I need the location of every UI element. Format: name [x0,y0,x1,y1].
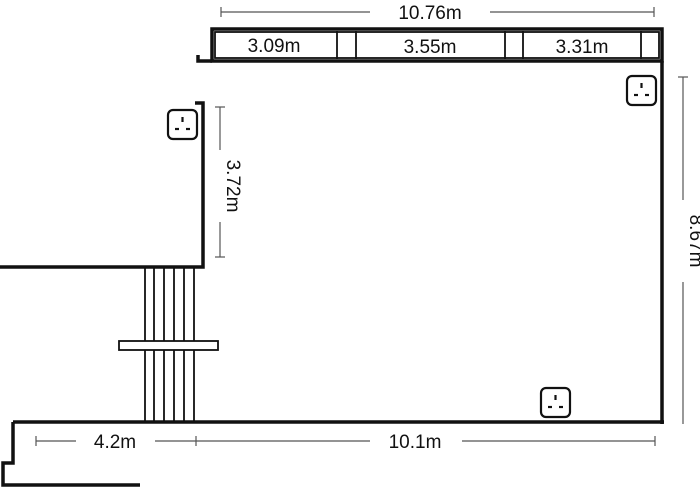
power-socket-icon [166,108,199,141]
bottom-right-label: 10.1m [389,432,442,453]
dimension-bottom: 4.2m 10.1m [35,432,656,453]
window-segment-2-label: 3.55m [404,37,457,58]
window-segment-1-label: 3.09m [248,36,301,57]
left-wall-height-label: 3.72m [222,160,243,213]
dimension-left-wall: 3.72m [215,106,243,258]
bottom-left-label: 4.2m [94,432,136,453]
window-segment-3-label: 3.31m [556,37,609,58]
dimension-overall-width: 10.76m [220,3,655,24]
walls [0,61,664,487]
power-socket-icon [539,386,572,419]
window-strip: 3.09m 3.55m 3.31m [196,27,664,63]
dimension-right-height: 8.67m [678,76,700,424]
right-height-label: 8.67m [685,215,700,268]
stair-landing [118,340,219,351]
overall-width-label: 10.76m [398,3,461,24]
power-socket-icon [625,74,658,107]
staircase [118,268,219,421]
